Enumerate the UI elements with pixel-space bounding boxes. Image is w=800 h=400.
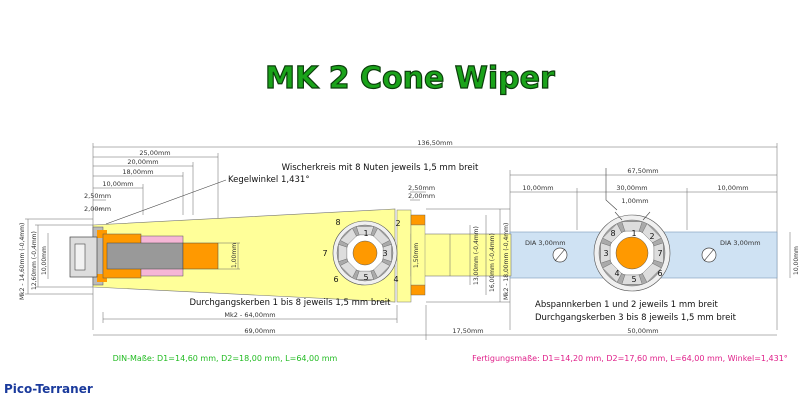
wheel-left-segment-7: [356, 226, 374, 236]
wheel-left-segment-6: [339, 227, 357, 245]
cone-body: [92, 208, 512, 303]
wiper-wheel-right: [593, 214, 671, 292]
wheel-right-num-5: 5: [631, 275, 636, 284]
dim-1-00-label: 1,00mm: [621, 197, 648, 205]
wheel-right-num-7: 7: [657, 249, 662, 258]
wiper-wheel-right-numbers: 1 2 3 4 5 6 7 8: [603, 229, 662, 284]
wheel-right-segment-4: [602, 263, 622, 283]
dim-67-50-label: 67,50mm: [627, 167, 658, 175]
dimension-labels-bottom: Mk2 - 64,00mm 69,00mm 17,50mm 50,00mm: [224, 311, 658, 335]
mounting-holes: [552, 247, 717, 263]
wheel-left-num-8: 8: [335, 218, 340, 227]
dimension-labels-vertical: Mk2 - 14,60mm (-0,4mm) 12,60mm (-0,4mm) …: [19, 223, 800, 300]
fertigung-dimensions: Fertigungsmaße: D1=14,20 mm, D2=17,60 mm…: [472, 354, 788, 363]
dim-25-label: 25,00mm: [139, 149, 170, 157]
v-14-60-label: Mk2 - 14,60mm (-0,4mm): [19, 223, 26, 300]
wheel-left-num-3: 3: [382, 249, 387, 258]
dim-2-50b-label: 2,50mm: [408, 184, 435, 192]
dia-left-label: DIA 3,00mm: [525, 239, 566, 247]
v-16-label: 16,00mm (-0,4mm): [489, 233, 496, 292]
dimension-lines-left: [25, 208, 791, 303]
abspann-note: Abspannkerben 1 und 2 jeweils 1 mm breit: [535, 300, 718, 310]
wheel-right-segment-5: [600, 242, 611, 264]
dim-right-30-label: 30,00mm: [616, 184, 647, 192]
wheel-left-num-4: 4: [393, 275, 398, 284]
durchgang-left-note: Durchgangskerben 1 bis 8 jeweils 1,5 mm …: [189, 298, 391, 308]
wheel-left-segment-4: [339, 261, 357, 279]
dim-right-10a-label: 10,00mm: [522, 184, 553, 192]
dimension-lines-top: [92, 143, 778, 330]
v-13-label: 13,00mm (-0,4mm): [473, 226, 480, 285]
dim-18-label: 18,00mm: [122, 168, 153, 176]
wheel-left-num-6: 6: [333, 275, 338, 284]
v-1-50-label: 1,50mm: [413, 243, 420, 268]
wheel-right-segment-2: [642, 263, 662, 283]
v-10-label: 10,00mm: [41, 246, 48, 275]
wheel-left-segment-5: [338, 244, 348, 262]
wheel-left-segment-3: [356, 270, 374, 280]
wheel-right-num-1: 1: [631, 229, 636, 238]
dia-right-label: DIA 3,00mm: [720, 239, 761, 247]
drawing-title: MK 2 Cone Wiper: [265, 61, 555, 96]
durchgang-right-note: Durchgangskerben 3 bis 8 jeweils 1,5 mm …: [535, 313, 737, 323]
wheel-right-segment-6: [602, 223, 622, 243]
v-1-00-label: 1,00mm: [231, 243, 238, 268]
dim-20-label: 20,00mm: [127, 158, 158, 166]
wheel-left-num-7: 7: [322, 249, 327, 258]
wheel-right-num-4: 4: [614, 269, 619, 278]
dim-50-label: 50,00mm: [627, 327, 658, 335]
wheel-right-num-2: 2: [649, 232, 654, 241]
leader-lines: [105, 168, 651, 225]
dimension-labels-top: 136,50mm 25,00mm 20,00mm 18,00mm 10,00mm…: [84, 139, 749, 213]
wischerkreis-note: Wischerkreis mit 8 Nuten jeweils 1,5 mm …: [282, 163, 479, 173]
wheel-right-segment-7: [621, 221, 643, 232]
inner-pin: [69, 226, 219, 286]
dimension-lines-bottom: [93, 305, 777, 340]
kegelwinkel-note: Kegelwinkel 1,431°: [228, 175, 310, 185]
dim-69-label: 69,00mm: [244, 327, 275, 335]
dim-10-label: 10,00mm: [102, 180, 133, 188]
wheel-left-num-2: 2: [395, 219, 400, 228]
height-right-label: 10,00mm: [793, 246, 800, 275]
wheel-right-num-6: 6: [657, 269, 662, 278]
v-18-label: Mk2 - 18,00mm (-0,4mm): [503, 223, 510, 300]
dim-2-00b-label: 2,00mm: [408, 192, 435, 200]
mk2-64-label: Mk2 - 64,00mm: [224, 311, 275, 319]
wheel-left-num-1: 1: [363, 229, 368, 238]
wheel-left-segment-8: [373, 227, 391, 245]
total-length-label: 136,50mm: [417, 139, 452, 147]
wheel-right-segment-3: [621, 274, 643, 285]
wheel-right-num-8: 8: [610, 229, 615, 238]
dim-17-50-label: 17,50mm: [452, 327, 483, 335]
din-dimensions: DIN-Maße: D1=14,60 mm, D2=18,00 mm, L=64…: [113, 354, 338, 363]
dim-2-50-label: 2,50mm: [84, 192, 111, 200]
wiper-wheel-left-numbers: 1 2 3 4 5 6 7 8: [322, 218, 400, 284]
dim-right-10b-label: 10,00mm: [717, 184, 748, 192]
wiper-wheel-left: [332, 220, 398, 286]
wheel-left-num-5: 5: [363, 273, 368, 282]
wheel-left-segment-1: [382, 244, 392, 262]
wheel-right-num-3: 3: [603, 249, 608, 258]
wheel-right-segment-8: [642, 223, 662, 243]
v-12-60-label: 12,60mm (-0,4mm): [31, 231, 38, 290]
brand-signature: Pico-Terraner: [4, 382, 93, 396]
wheel-left-segment-2: [373, 261, 391, 279]
dim-2-00-label: 2,00mm: [84, 205, 111, 213]
wheel-right-segment-1: [653, 242, 664, 264]
